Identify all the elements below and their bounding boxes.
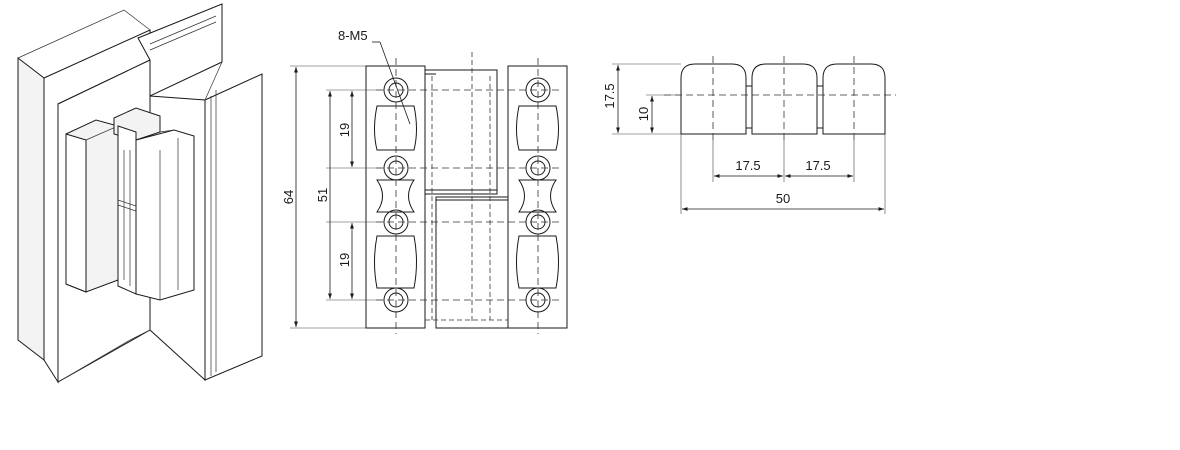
hole-span-dimension: 51 — [315, 188, 330, 202]
upper-hole-pitch-dimension: 19 — [337, 123, 352, 137]
hole-callout-label: 8-M5 — [338, 28, 368, 43]
overall-height-dimension: 64 — [281, 190, 296, 204]
left-knuckle-pitch-dimension: 17.5 — [735, 158, 760, 173]
right-knuckle-pitch-dimension: 17.5 — [805, 158, 830, 173]
lower-hole-pitch-dimension: 19 — [337, 253, 352, 267]
knuckle-offset-dimension: 10 — [636, 107, 651, 121]
knuckle-height-dimension: 17.5 — [602, 83, 617, 108]
front-view: 8-M5 64 51 19 19 — [281, 28, 568, 334]
top-view: 17.5 10 17.5 17.5 50 — [602, 56, 896, 214]
overall-width-dimension: 50 — [776, 191, 790, 206]
isometric-view — [17, 3, 263, 384]
